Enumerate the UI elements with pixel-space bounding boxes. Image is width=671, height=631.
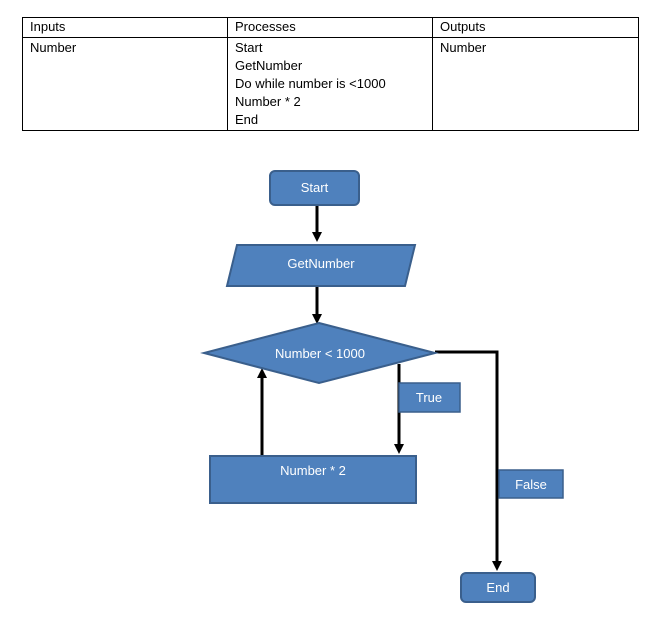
processes-cell: Start GetNumber Do while number is <1000… bbox=[227, 37, 433, 131]
process-step: End bbox=[235, 112, 259, 127]
end-label: End bbox=[486, 580, 509, 595]
true-label: True bbox=[416, 390, 442, 405]
process-step: Do while number is <1000 bbox=[235, 76, 386, 91]
inputs-cell: Number bbox=[22, 37, 228, 131]
process-step: Start bbox=[235, 40, 263, 55]
process-label: Number * 2 bbox=[280, 463, 346, 478]
arrow-decision-to-end bbox=[435, 350, 502, 571]
process-node: Number * 2 bbox=[209, 455, 417, 504]
process-step: GetNumber bbox=[235, 58, 303, 73]
process-step: Number * 2 bbox=[235, 94, 301, 109]
ipo-body-row: Number Start GetNumber Do while number i… bbox=[22, 37, 639, 131]
start-node: Start bbox=[269, 170, 360, 206]
ipo-table: Inputs Processes Outputs Number Start Ge… bbox=[22, 17, 639, 131]
true-label-box: True bbox=[398, 382, 461, 413]
input-node: GetNumber bbox=[225, 244, 417, 287]
outputs-cell: Number bbox=[432, 37, 639, 131]
input-label: GetNumber bbox=[287, 256, 355, 271]
end-node: End bbox=[460, 572, 536, 603]
decision-node: Number < 1000 bbox=[200, 321, 439, 385]
false-label: False bbox=[515, 477, 547, 492]
false-label-box: False bbox=[498, 469, 564, 499]
start-label: Start bbox=[301, 180, 329, 195]
decision-label: Number < 1000 bbox=[275, 346, 365, 361]
